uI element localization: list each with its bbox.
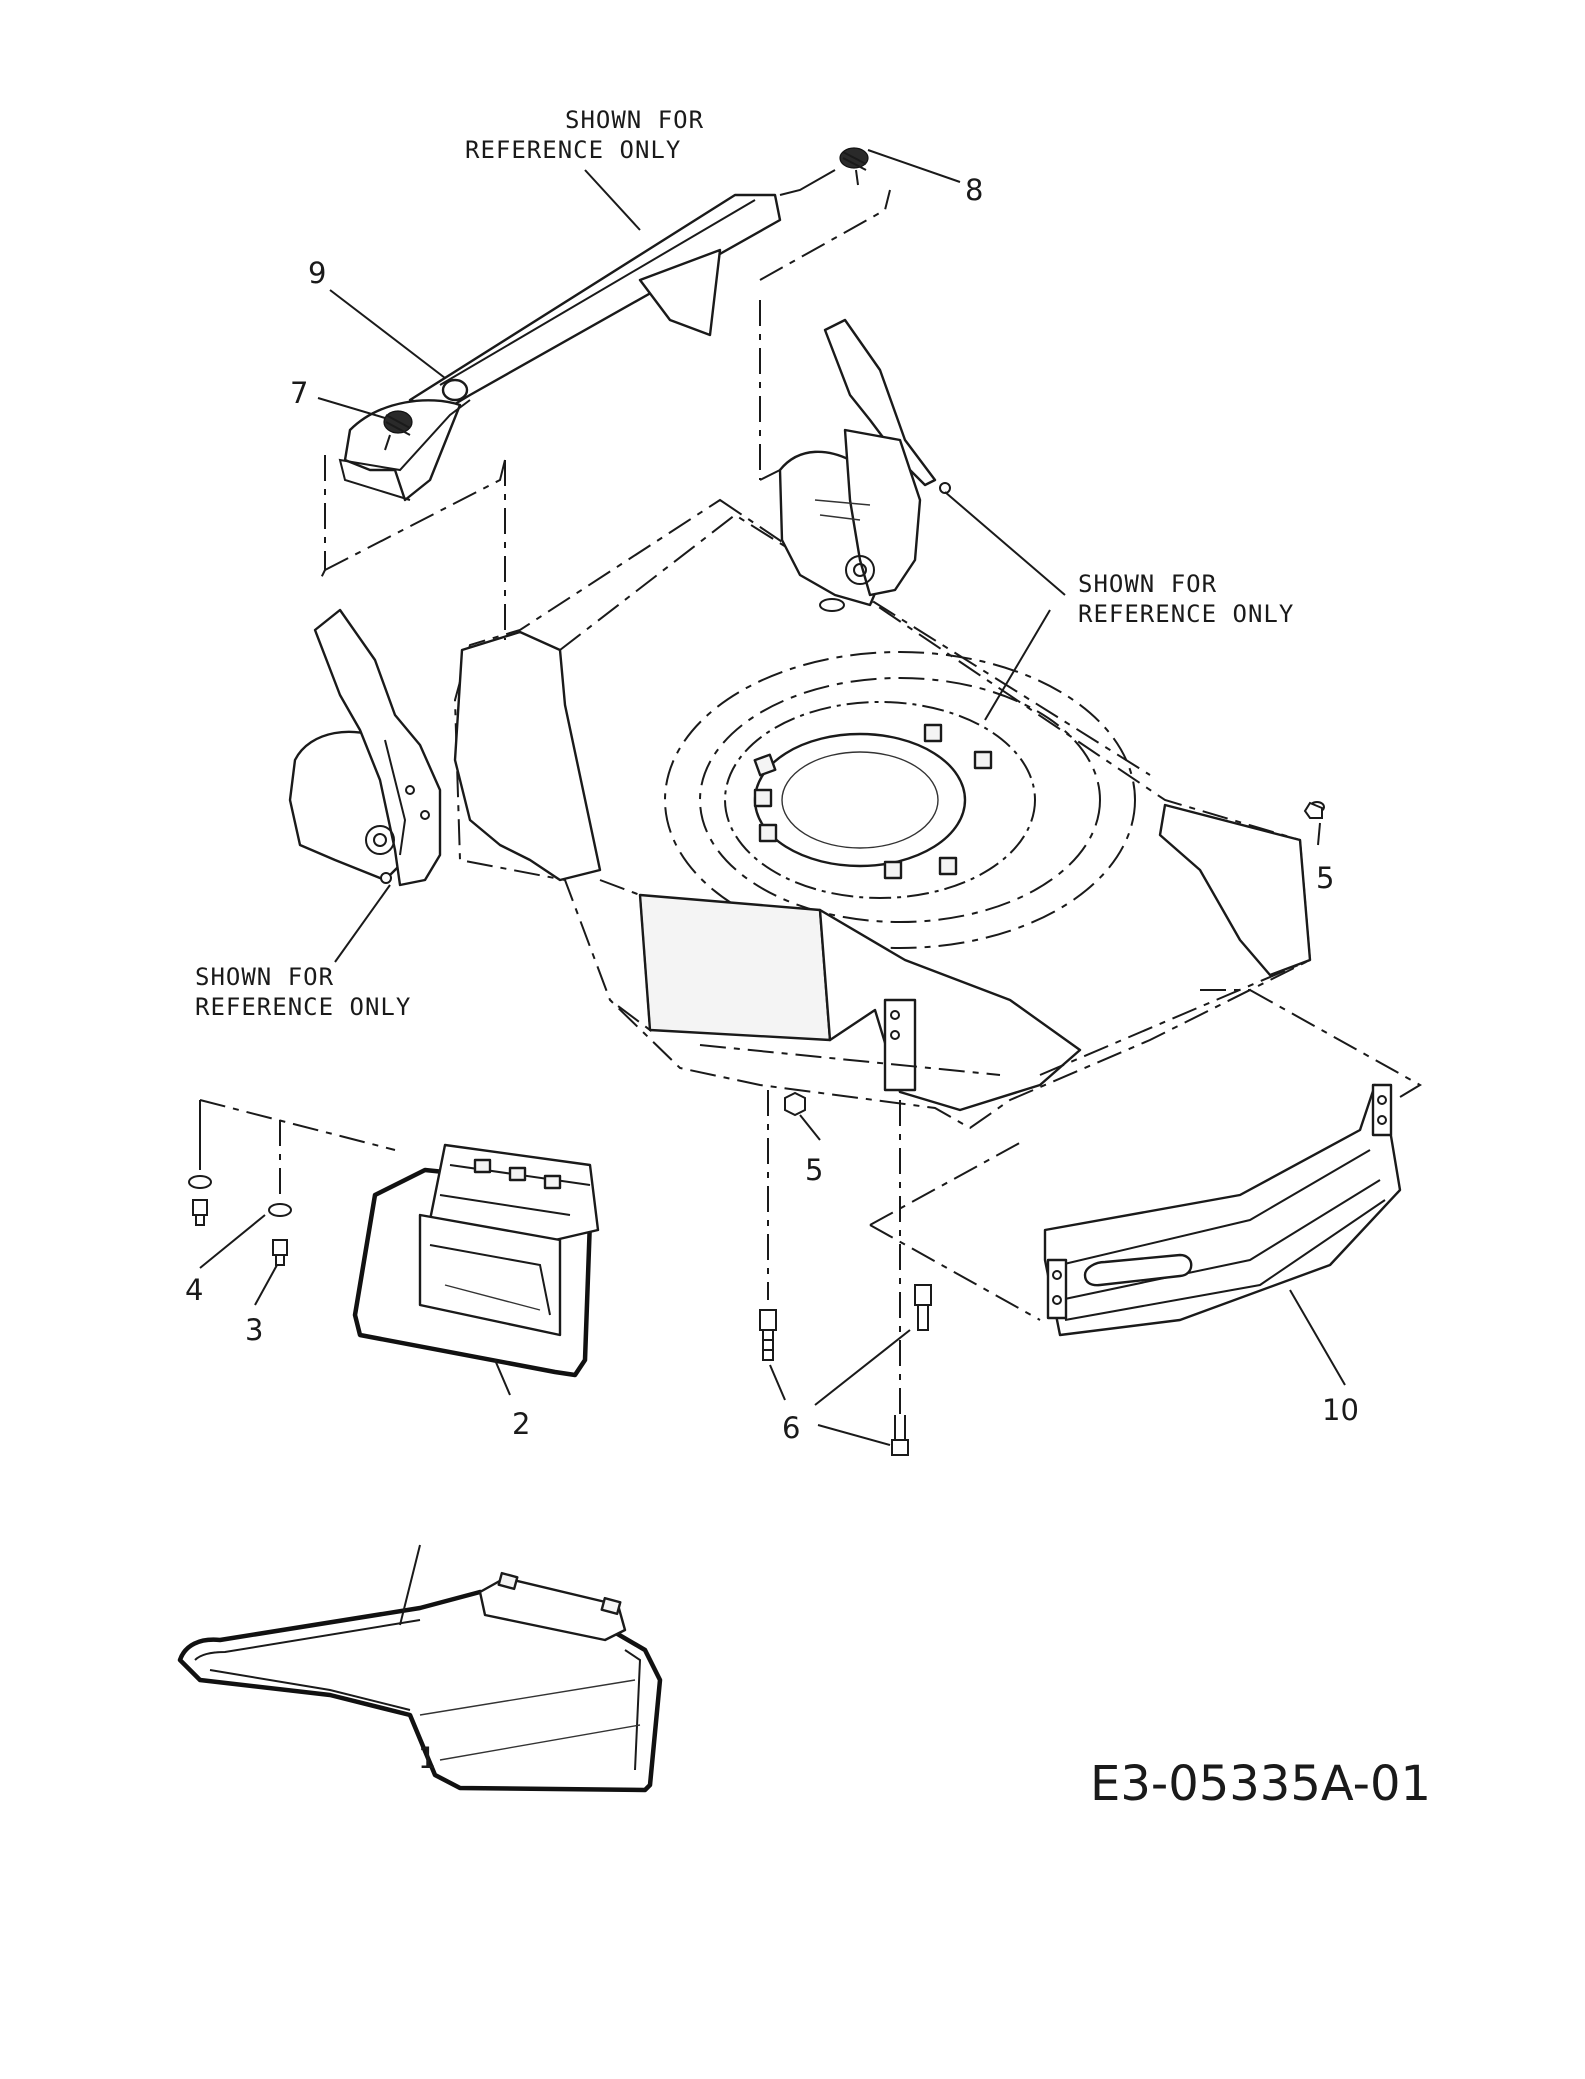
leader-lines <box>199 149 1346 1626</box>
spring-left <box>383 410 413 451</box>
reference-note-left-line2: REFERENCE ONLY <box>195 993 411 1021</box>
callout-10: 10 <box>1322 1393 1359 1427</box>
reference-note-right: SHOWN FOR REFERENCE ONLY <box>1078 570 1294 628</box>
reference-note-top: SHOWN FOR REFERENCE ONLY <box>465 106 704 164</box>
reference-note-top-line1: SHOWN FOR <box>565 106 704 134</box>
reference-note-left-line1: SHOWN FOR <box>195 963 334 991</box>
callout-3: 3 <box>245 1313 263 1347</box>
reference-note-top-line2: REFERENCE ONLY <box>465 136 681 164</box>
rear-axle-assembly <box>319 169 891 640</box>
bolt-bottom <box>891 1415 909 1456</box>
callout-4: 4 <box>185 1273 203 1307</box>
nut-front <box>784 1091 806 1117</box>
screw-washer-right <box>268 1203 292 1266</box>
callout-5-front: 5 <box>805 1153 823 1187</box>
bolt-middle <box>914 1284 932 1331</box>
callout-9: 9 <box>308 256 326 290</box>
reference-note-right-line1: SHOWN FOR <box>1078 570 1217 598</box>
diagram-code: E3-05335A-01 <box>1090 1756 1431 1812</box>
bolt-left <box>759 1309 777 1361</box>
reference-note-left: SHOWN FOR REFERENCE ONLY <box>195 963 411 1021</box>
callout-6: 6 <box>782 1411 800 1445</box>
left-wheel-bracket <box>288 608 442 887</box>
right-wheel-bracket <box>778 318 951 607</box>
callout-8: 8 <box>965 173 983 207</box>
callout-7: 7 <box>290 376 308 410</box>
mower-deck-housing <box>453 498 1325 1130</box>
callout-5-right: 5 <box>1316 861 1334 895</box>
reference-note-right-line2: REFERENCE ONLY <box>1078 600 1294 628</box>
side-skirt <box>869 989 1422 1337</box>
callout-1: 1 <box>418 1741 436 1775</box>
callout-2: 2 <box>512 1407 530 1441</box>
nut-right <box>1303 801 1323 819</box>
spring-top <box>839 147 869 186</box>
mulch-plug <box>199 1099 600 1378</box>
screw-washer-left <box>188 1175 212 1226</box>
rear-discharge-chute <box>177 1571 663 1793</box>
